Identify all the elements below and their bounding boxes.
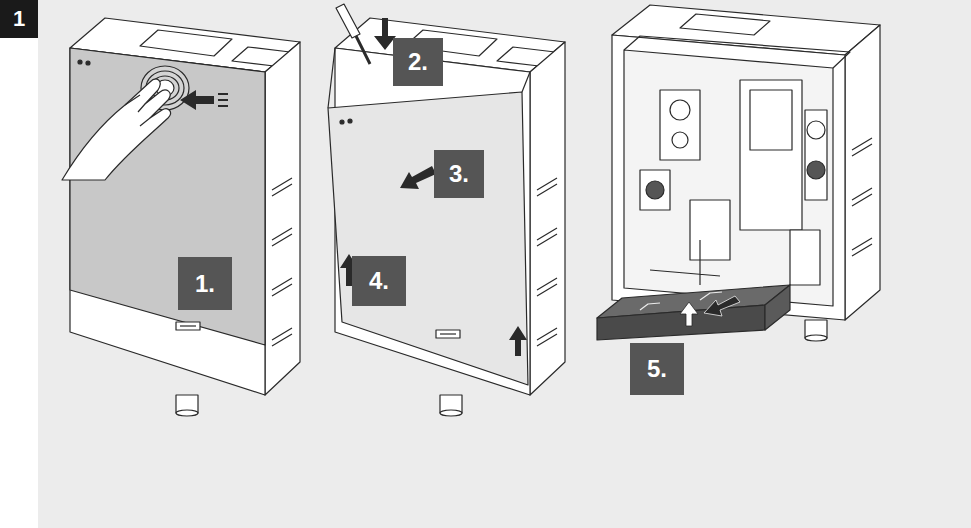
device-closed-part [125, 95, 150, 126]
device-open-part [646, 181, 664, 199]
device-open-part [680, 14, 770, 35]
device-panel-removal-part [328, 92, 528, 385]
background-panel [38, 0, 971, 528]
device-open-part [680, 302, 698, 326]
device-closed-part [180, 90, 214, 110]
device-panel-removal-part [356, 36, 370, 64]
device-open-part [807, 121, 825, 139]
device-open-part [624, 50, 833, 306]
device-open-part [670, 100, 690, 120]
callout-number: 4. [352, 256, 406, 306]
device-panel-removal-part [530, 42, 565, 395]
device-panel-removal-part [537, 178, 557, 346]
figure-number: 1 [0, 0, 38, 38]
device-closed-part [218, 94, 228, 106]
device-open-part [750, 90, 792, 150]
callout-number: 3. [434, 150, 484, 198]
device-open-part [765, 285, 790, 330]
device-closed [62, 18, 300, 416]
device-open-part [805, 110, 827, 200]
device-open-part [640, 170, 670, 210]
device-open-part [852, 138, 872, 256]
callout-number: 5. [630, 343, 684, 395]
device-open [597, 5, 880, 341]
device-panel-removal-part [348, 119, 352, 123]
device-open-part [612, 35, 845, 320]
callout-number: 2. [393, 38, 443, 86]
device-open-part [597, 305, 765, 340]
device-panel-removal [328, 4, 565, 416]
device-panel-removal-part [400, 166, 436, 189]
device-open-part [624, 36, 850, 68]
device-open-part [805, 335, 827, 341]
device-open-part [845, 25, 880, 320]
device-open-part [740, 80, 802, 230]
device-panel-removal-part [436, 330, 460, 338]
callout-number: 1. [178, 257, 232, 310]
device-closed-part [265, 42, 300, 395]
device-panel-removal-part [509, 326, 527, 356]
device-panel-removal-part [340, 120, 344, 124]
device-open-part [650, 240, 720, 285]
device-panel-removal-part [336, 4, 360, 38]
device-closed-part [140, 30, 232, 56]
device-panel-removal-part [440, 333, 456, 334]
device-open-part [690, 200, 730, 260]
device-closed-part [176, 322, 200, 330]
device-closed-part [180, 325, 196, 326]
device-panel-removal-part [440, 410, 462, 416]
device-open-part [660, 90, 700, 160]
device-closed-part [62, 79, 170, 180]
device-closed-part [272, 178, 292, 346]
device-open-part [790, 230, 820, 285]
device-open-part [672, 132, 688, 148]
device-open-part [807, 161, 825, 179]
device-open-part [704, 296, 740, 316]
device-closed-part [78, 60, 82, 64]
device-closed-part [86, 61, 90, 65]
device-closed-part [176, 410, 198, 416]
